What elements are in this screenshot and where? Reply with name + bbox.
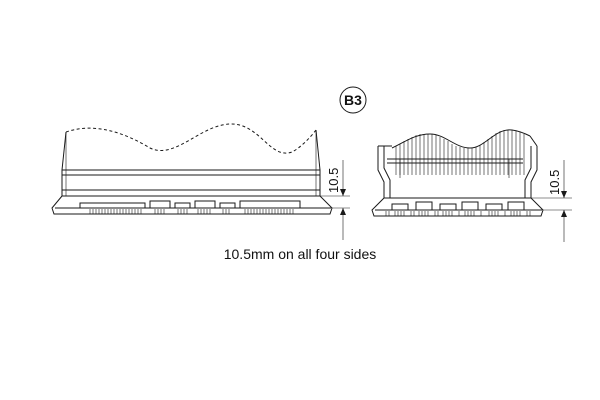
caption-note: 10.5mm on all four sides [223,246,377,262]
left-dimension-value: 10.5 [326,168,341,193]
left-dimension: 10.5 [320,160,350,240]
left-base-teeth [89,209,294,214]
left-side-view: 10.5 [51,123,350,240]
badge-label: B3 [344,92,362,108]
left-base-flange [51,195,333,215]
right-right-wall [524,146,538,198]
right-base-teeth [385,211,531,216]
right-left-wall [377,146,391,198]
right-front-view: 10.5 [371,129,572,242]
view-badge: B3 [339,86,367,114]
left-body-outline [61,129,321,196]
right-dimension: 10.5 [531,160,572,242]
right-wavy-profile [391,129,531,149]
right-dimension-value: 10.5 [547,170,562,195]
right-base-flange [371,197,544,217]
left-wavy-profile [65,123,317,154]
